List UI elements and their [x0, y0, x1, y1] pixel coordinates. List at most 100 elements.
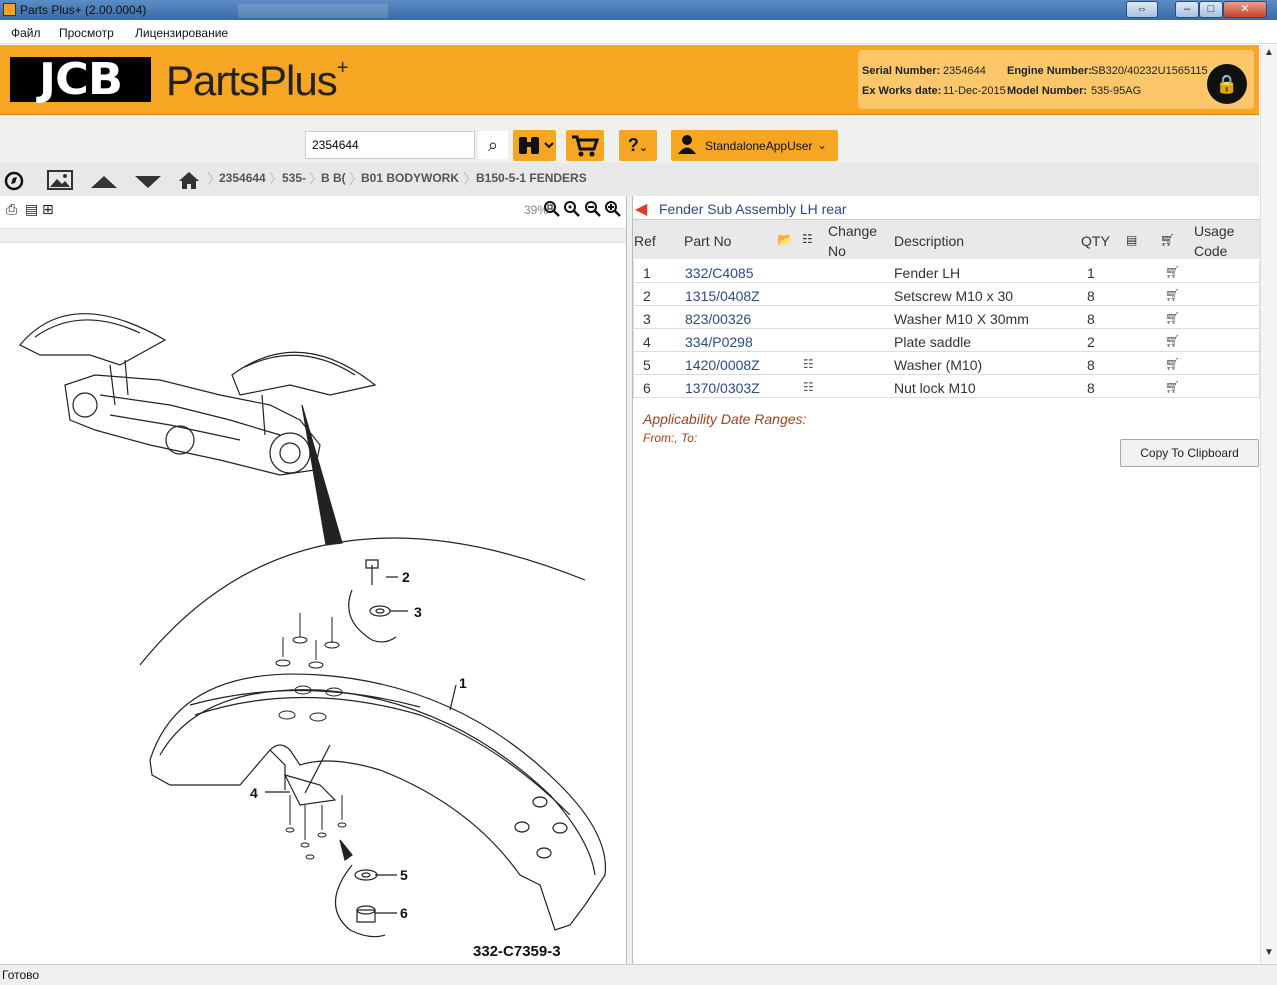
home-icon[interactable]	[176, 168, 202, 192]
row-qty: 2	[1087, 334, 1095, 350]
breadcrumb-serial[interactable]: 2354644	[219, 171, 266, 185]
table-row[interactable]: 5 1420/0008Z ☷ Washer (M10) 8 🛒︎	[633, 353, 1260, 375]
applicability-title: Applicability Date Ranges:	[643, 411, 807, 427]
row-part-no[interactable]: 1370/0303Z	[685, 380, 760, 396]
cart-icon[interactable]: 🛒︎	[1160, 233, 1176, 247]
notes-icon[interactable]: ▤	[1126, 233, 1138, 247]
row-qty: 8	[1087, 380, 1095, 396]
header-part-no[interactable]: Part No	[684, 233, 732, 249]
chevron-down-icon: ⌄	[638, 142, 649, 154]
maximize-button[interactable]: □	[1199, 1, 1223, 18]
add-to-cart-icon[interactable]: 🛒︎	[1165, 334, 1181, 348]
scroll-down-icon[interactable]: ▼	[1264, 947, 1274, 958]
change-notice-icon[interactable]: ☷	[803, 380, 814, 394]
zoom-fit-icon[interactable]	[543, 200, 561, 221]
save-icon[interactable]: ▤	[25, 201, 39, 217]
breadcrumb-group[interactable]: B B(	[321, 171, 346, 185]
header-usage-2[interactable]: Code	[1194, 243, 1228, 259]
pane-splitter[interactable]	[626, 196, 633, 964]
menu-licensing[interactable]: Лицензирование	[135, 26, 229, 40]
breadcrumb-model[interactable]: 535-	[282, 171, 307, 185]
restore-arrows-button[interactable]: ⇔	[1126, 1, 1158, 18]
row-qty: 1	[1087, 265, 1095, 281]
diagram-header-strip	[0, 228, 626, 243]
row-ref: 6	[643, 380, 651, 396]
zoom-out-icon[interactable]	[584, 200, 602, 221]
image-view-icon[interactable]	[45, 168, 75, 192]
serial-label: Serial Number:	[862, 65, 941, 77]
search-input[interactable]	[305, 131, 475, 159]
vertical-scrollbar[interactable]: ▲ ▼	[1260, 45, 1277, 963]
exploded-view-illustration: 2 3 1 4 5 6 332-C7359-3	[19, 313, 607, 960]
zoom-in-icon[interactable]	[604, 200, 622, 221]
add-to-cart-icon[interactable]: 🛒︎	[1165, 288, 1181, 302]
engine-value: SB320/40232U1565115	[1091, 65, 1208, 77]
parts-panel-header: ◀ Fender Sub Assembly LH rear	[633, 196, 1260, 218]
header-description[interactable]: Description	[894, 233, 965, 249]
add-to-cart-icon[interactable]: 🛒︎	[1165, 380, 1181, 394]
applicability-range: From:, To:	[643, 431, 698, 445]
header-ref[interactable]: Ref	[634, 233, 656, 249]
header-change-2[interactable]: No	[828, 243, 846, 259]
arrow-down-icon[interactable]	[132, 168, 164, 192]
user-icon	[677, 134, 697, 160]
add-to-cart-icon[interactable]: 🛒︎	[1165, 311, 1181, 325]
menu-view[interactable]: Просмотр	[59, 26, 114, 40]
cart-button[interactable]	[566, 130, 604, 161]
add-to-cart-icon[interactable]: 🛒︎	[1165, 265, 1181, 279]
table-row[interactable]: 6 1370/0303Z ☷ Nut lock M10 8 🛒︎	[633, 376, 1260, 398]
row-part-no[interactable]: 332/C4085	[685, 265, 754, 281]
exworks-label: Ex Works date:	[862, 85, 942, 97]
model-label: Model Number:	[1007, 85, 1088, 97]
breadcrumb-section[interactable]: B01 BODYWORK	[361, 171, 460, 185]
user-name: StandaloneAppUser	[705, 139, 813, 153]
engine-label: Engine Number:	[1007, 65, 1092, 77]
print-icon[interactable]: ⎙	[6, 201, 18, 217]
lock-icon[interactable]: 🔒	[1207, 64, 1247, 104]
menu-file[interactable]: Файл	[11, 26, 41, 40]
row-part-no[interactable]: 823/00326	[685, 311, 752, 327]
table-row[interactable]: 4 334/P0298 Plate saddle 2 🛒︎	[633, 330, 1260, 352]
breadcrumb-separator: 〉	[309, 171, 323, 187]
table-row[interactable]: 2 1315/0408Z Setscrew M10 x 30 8 🛒︎	[633, 284, 1260, 306]
help-dropdown-button[interactable]: ?⌄	[619, 130, 657, 161]
parts-diagram[interactable]: 2 3 1 4 5 6 332-C7359-3	[0, 245, 626, 965]
header-change-1[interactable]: Change	[828, 223, 878, 239]
header-usage-1[interactable]: Usage	[1194, 223, 1235, 239]
row-description: Nut lock M10	[894, 380, 976, 396]
row-part-no[interactable]: 1420/0008Z	[685, 357, 760, 373]
assembly-title: Fender Sub Assembly LH rear	[659, 201, 847, 217]
breadcrumb-page[interactable]: B150-5-1 FENDERS	[476, 171, 587, 185]
search-icon[interactable]: ⌕	[478, 131, 508, 159]
change-notice-icon[interactable]: ☷	[803, 357, 814, 371]
add-page-icon[interactable]: ⊞	[42, 201, 54, 217]
breadcrumb-separator: 〉	[463, 171, 477, 187]
back-arrow-icon[interactable]: ◀	[635, 201, 648, 218]
parts-list-panel: ◀ Fender Sub Assembly LH rear Ref Part N…	[633, 196, 1260, 964]
row-description: Washer M10 X 30mm	[894, 311, 1029, 327]
arrow-up-icon[interactable]	[88, 168, 120, 192]
parts-table-header: Ref Part No 📂 ☷ Change No Description QT…	[633, 219, 1260, 259]
copy-to-clipboard-button[interactable]: Copy To Clipboard	[1120, 439, 1259, 467]
table-row[interactable]: 3 823/00326 Washer M10 X 30mm 8 🛒︎	[633, 307, 1260, 329]
table-row[interactable]: 1 332/C4085 Fender LH 1 🛒︎	[633, 261, 1260, 283]
zoom-reset-icon[interactable]	[563, 200, 581, 221]
window-title: Parts Plus+ (2.00.0004)	[20, 3, 147, 17]
compass-icon[interactable]	[3, 168, 25, 192]
binoculars-dropdown-button[interactable]	[513, 130, 556, 161]
header-qty[interactable]: QTY	[1081, 233, 1110, 249]
scroll-up-icon[interactable]: ▲	[1264, 47, 1274, 58]
change-list-icon[interactable]: ☷	[802, 232, 813, 246]
user-dropdown-button[interactable]: StandaloneAppUser ⌄	[671, 130, 838, 161]
add-to-cart-icon[interactable]: 🛒︎	[1165, 357, 1181, 371]
close-button[interactable]: ✕	[1223, 1, 1267, 18]
row-part-no[interactable]: 1315/0408Z	[685, 288, 760, 304]
row-qty: 8	[1087, 288, 1095, 304]
minimize-button[interactable]: –	[1175, 1, 1199, 18]
row-ref: 2	[643, 288, 651, 304]
folder-icon[interactable]: 📂	[777, 232, 794, 247]
callout-label: 3	[414, 604, 422, 620]
row-ref: 1	[643, 265, 651, 281]
row-part-no[interactable]: 334/P0298	[685, 334, 753, 350]
breadcrumb-separator: 〉	[207, 171, 221, 187]
